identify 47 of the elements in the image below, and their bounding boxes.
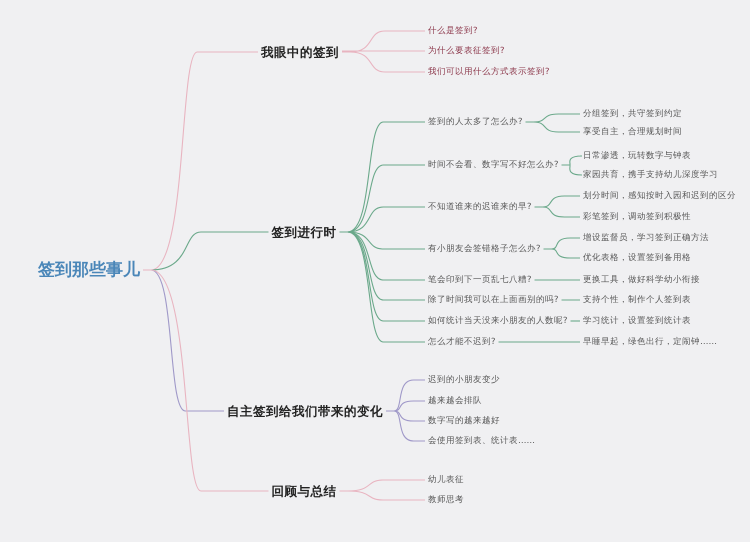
branch-line	[534, 206, 580, 218]
branch-line	[544, 248, 580, 259]
branch-line	[534, 279, 580, 281]
branch-line	[562, 299, 580, 301]
subtopic: 教师思考	[428, 494, 464, 506]
subtopic: 如何统计当天没来小朋友的人数呢?	[428, 316, 568, 326]
subtopic: 迟到的小朋友变少	[428, 374, 500, 386]
main-topic: 我眼中的签到	[261, 44, 339, 60]
subtopic: 我们可以用什么方式表示签到?	[428, 66, 550, 78]
detail-item: 学习统计，设置签到统计表	[583, 316, 691, 326]
detail-item: 支持个性，制作个人签到表	[583, 294, 691, 306]
detail-item: 早睡早起，绿色出行，定闹钟……	[583, 336, 717, 348]
branch-line	[342, 50, 425, 52]
subtopic: 为什么要表征签到?	[428, 46, 505, 56]
subtopic: 签到的人太多了怎么办?	[428, 116, 523, 128]
main-topic: 回顾与总结	[272, 484, 336, 498]
branch-line	[570, 320, 580, 322]
subtopic: 有小朋友会签错格子怎么办?	[428, 244, 541, 254]
subtopic: 数字写的越来越好	[428, 416, 500, 426]
detail-item: 家园共育，携手支持幼儿深度学习	[583, 170, 718, 180]
branch-line	[526, 121, 580, 133]
detail-item: 划分时间，感知按时入园和迟到的区分	[583, 190, 736, 202]
subtopic: 不知道谁来的迟谁来的早?	[428, 202, 532, 212]
detail-item: 日常渗透，玩转数字与钟表	[583, 150, 691, 162]
subtopic: 怎么才能不迟到?	[428, 336, 496, 348]
branch-line	[386, 410, 425, 442]
subtopic: 笔会印到下一页乱七八糟?	[428, 274, 532, 286]
central-topic: 签到那些事儿	[38, 260, 140, 280]
subtopic: 越来越会排队	[428, 396, 482, 406]
detail-item: 享受自主，合理规划时间	[583, 126, 682, 138]
subtopic: 除了时间我可以在上面画别的吗?	[428, 294, 559, 306]
detail-item: 增设监督员，学习签到正确方法	[583, 232, 709, 244]
detail-item: 分组签到，共守签到约定	[583, 108, 682, 120]
main-topic: 签到进行时	[272, 224, 336, 240]
subtopic: 时间不会看、数字写不好怎么办?	[428, 160, 559, 170]
branch-line	[498, 341, 580, 343]
branch-line	[143, 269, 268, 492]
subtopic: 什么是签到?	[428, 26, 478, 36]
branch-line	[342, 51, 425, 73]
subtopic: 会使用签到表、统计表……	[428, 436, 535, 446]
main-topic: 自主签到给我们带来的变化	[227, 404, 383, 418]
detail-item: 优化表格，设置签到备用格	[583, 252, 691, 264]
branch-line	[340, 231, 425, 343]
branch-line	[340, 490, 425, 501]
detail-item: 彩笔签到，调动签到积极性	[583, 212, 691, 222]
subtopic: 幼儿表征	[428, 474, 464, 486]
detail-item: 更换工具，做好科学幼小衔接	[583, 274, 700, 286]
